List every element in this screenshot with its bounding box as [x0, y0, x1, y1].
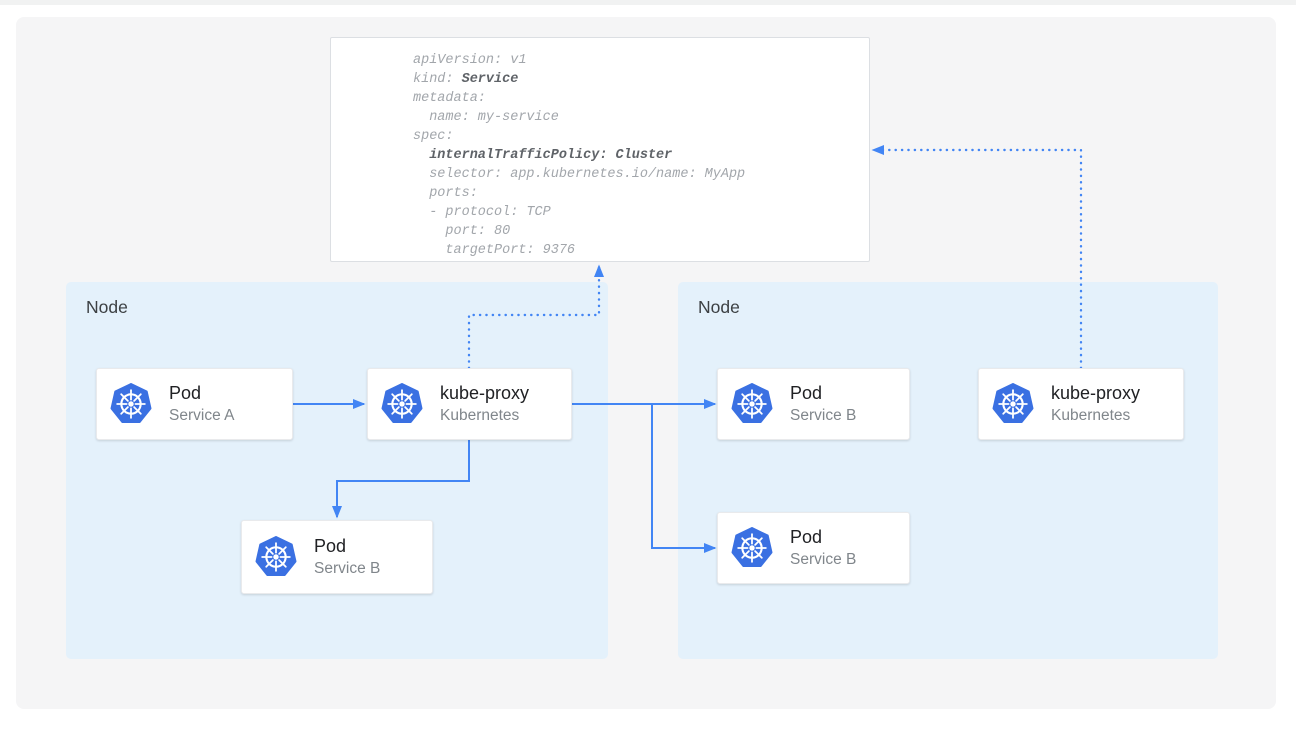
card-kube-proxy-left: kube-proxy Kubernetes	[367, 368, 572, 440]
yaml-line: name: my-service	[413, 110, 559, 125]
yaml-line: internalTrafficPolicy: Cluster	[429, 148, 673, 163]
card-subtitle: Kubernetes	[440, 407, 520, 424]
kubernetes-icon	[110, 383, 152, 424]
kubernetes-icon	[731, 527, 773, 568]
card-title: Pod	[790, 383, 823, 403]
yaml-line: port: 80	[413, 224, 511, 239]
node-box-right: Node	[678, 282, 1218, 659]
node-label: Node	[86, 297, 128, 317]
card-subtitle: Service B	[790, 551, 857, 568]
diagram-canvas: apiVersion: v1 kind: Service metadata: n…	[16, 17, 1276, 709]
kubernetes-icon	[992, 383, 1034, 424]
card-title: Pod	[314, 536, 347, 556]
card-kube-proxy-right: kube-proxy Kubernetes	[978, 368, 1184, 440]
yaml-line: metadata:	[413, 91, 486, 106]
card-title: kube-proxy	[1051, 383, 1141, 403]
card-subtitle: Service B	[314, 560, 381, 577]
yaml-line: ports:	[413, 186, 478, 201]
kubernetes-icon	[731, 383, 773, 424]
card-title: kube-proxy	[440, 383, 530, 403]
card-pod-service-b-right-top: Pod Service B	[717, 368, 910, 440]
yaml-line: apiVersion: v1	[413, 53, 527, 68]
yaml-line: spec:	[413, 129, 454, 144]
top-divider-strip	[0, 0, 1296, 5]
card-pod-service-a: Pod Service A	[96, 368, 293, 440]
card-title: Pod	[790, 527, 823, 547]
node-box-left: Node	[66, 282, 608, 659]
card-subtitle: Service B	[790, 407, 857, 424]
yaml-line: selector: app.kubernetes.io/name: MyApp	[413, 167, 746, 182]
card-subtitle: Service A	[169, 407, 235, 424]
card-pod-service-b-right-bottom: Pod Service B	[717, 512, 910, 584]
kubernetes-icon	[381, 383, 423, 424]
yaml-line: targetPort: 9376	[413, 243, 576, 258]
card-subtitle: Kubernetes	[1051, 407, 1131, 424]
yaml-line: kind: Service	[413, 72, 519, 87]
yaml-line: - protocol: TCP	[413, 205, 551, 220]
card-pod-service-b-left: Pod Service B	[241, 520, 433, 594]
node-label: Node	[698, 297, 740, 317]
card-title: Pod	[169, 383, 202, 403]
kubernetes-icon	[255, 536, 297, 577]
yaml-code-block: apiVersion: v1 kind: Service metadata: n…	[330, 37, 870, 262]
